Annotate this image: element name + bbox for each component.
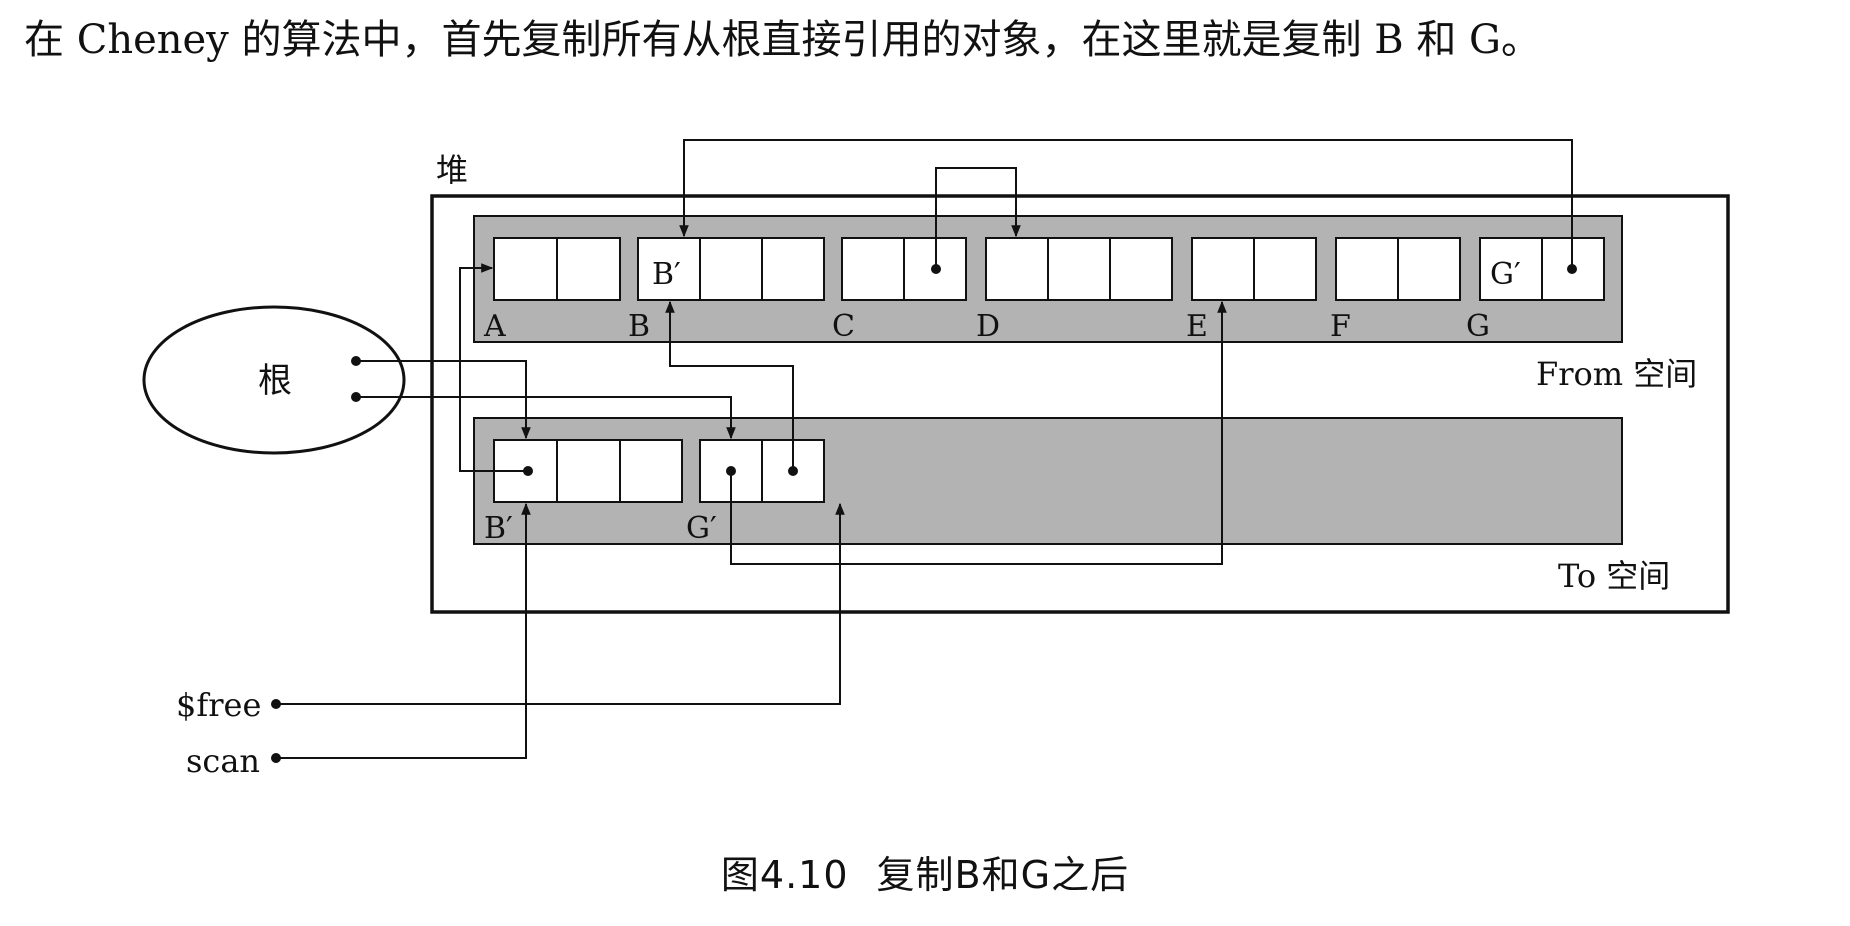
- root-label: 根: [258, 361, 292, 401]
- to-object-G-copy-label: G′: [686, 511, 717, 546]
- to-space-label: To 空间: [1558, 557, 1670, 595]
- from-space-label: From 空间: [1536, 355, 1697, 393]
- heap-box: [430, 194, 1730, 614]
- arrow-root-to-G-copy: [356, 396, 736, 440]
- forwarding-mark-B: B′: [652, 257, 681, 292]
- object-F: F: [1330, 237, 1461, 344]
- to-object-B-copy-label: B′: [484, 511, 513, 546]
- arrow-root-to-B-copy: [356, 360, 531, 440]
- arrow-scan-pointer: [276, 502, 531, 759]
- intro-paragraph: 在 Cheney 的算法中，首先复制所有从根直接引用的对象，在这里就是复制 B …: [24, 17, 1541, 63]
- figure-number: 图4.10: [720, 853, 849, 897]
- figure-caption: 图4.10 复制B和G之后: [0, 844, 1850, 899]
- heap-label: 堆: [436, 151, 468, 189]
- object-B: B′ B: [628, 237, 825, 344]
- object-C: C: [832, 237, 967, 344]
- root-set: [142, 305, 406, 455]
- free-pointer-label: $free: [176, 686, 261, 724]
- object-B-label: B: [628, 309, 650, 344]
- object-C-label: C: [832, 309, 855, 344]
- arrow-free-pointer: [276, 502, 845, 705]
- object-E: E: [1186, 237, 1317, 344]
- object-D-label: D: [976, 309, 1000, 344]
- object-A: A: [483, 237, 621, 344]
- scan-pointer-label: scan: [186, 742, 260, 780]
- arrow-C-to-D: [935, 167, 1021, 269]
- to-object-G-copy: G′: [686, 439, 825, 546]
- arrow-G-copy-to-E: [730, 300, 1227, 565]
- cheney-copy-diagram: 堆 From 空间 To 空间 A B′ B C D E F: [142, 139, 1730, 780]
- arrow-B-copy-to-A: [459, 263, 528, 472]
- object-A-label: A: [483, 309, 506, 344]
- object-E-label: E: [1186, 309, 1208, 344]
- object-F-label: F: [1330, 309, 1351, 344]
- object-G-label: G: [1466, 309, 1490, 344]
- arrow-G-copy-to-B-forward: [665, 300, 794, 471]
- object-D: D: [976, 237, 1173, 344]
- object-G: G′ G: [1466, 237, 1605, 344]
- figure-title: 复制B和G之后: [876, 853, 1130, 897]
- forwarding-mark-G: G′: [1490, 257, 1521, 292]
- arrow-G-forward-to-B: [679, 139, 1573, 269]
